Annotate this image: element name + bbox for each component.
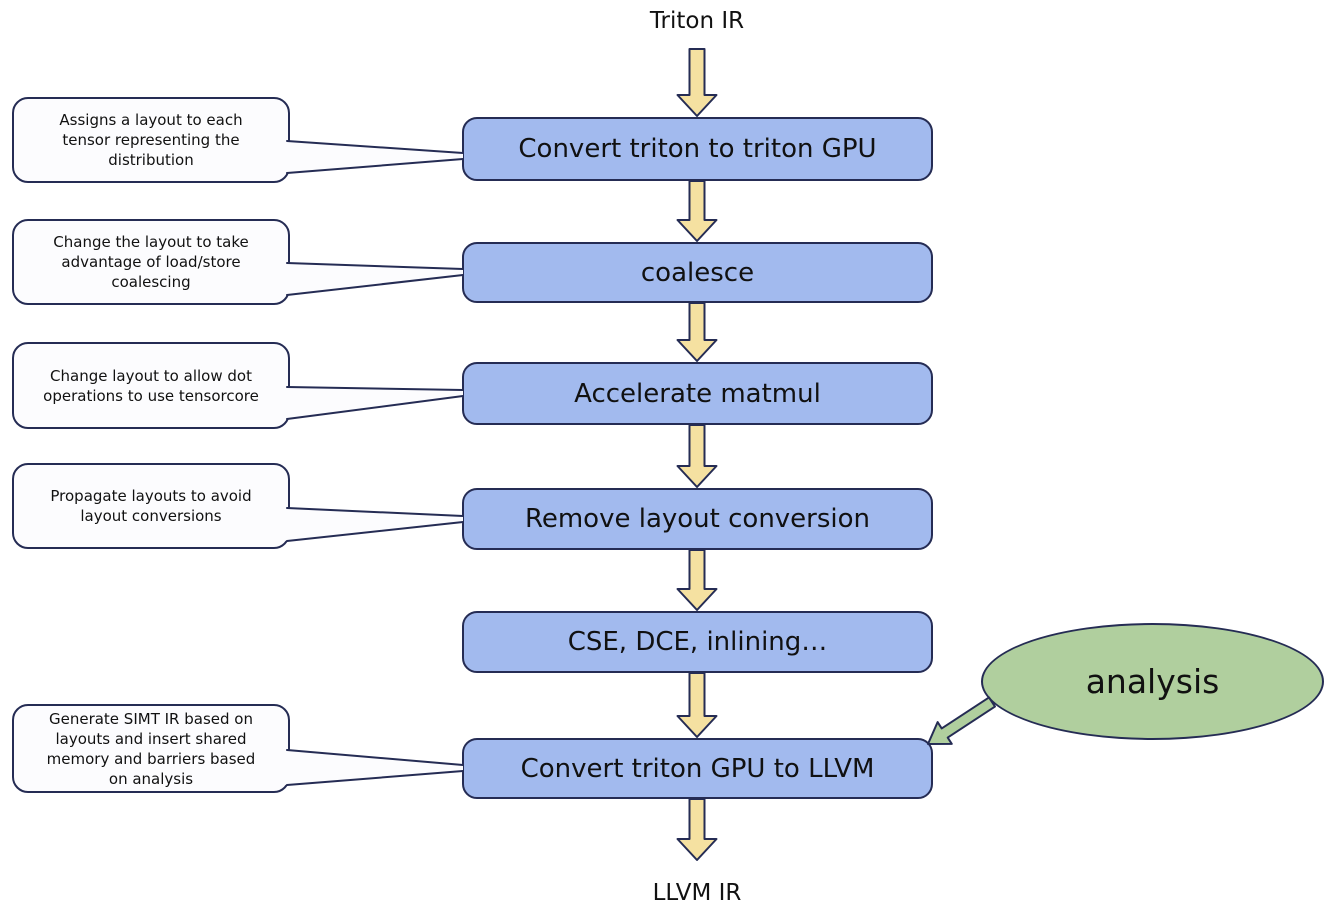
note-callout-assign-layout: Assigns a layout to each tensor represen… xyxy=(12,97,290,183)
arrow-convert-to-coalesce xyxy=(676,180,718,242)
callout-tail xyxy=(283,508,463,541)
callout-tail xyxy=(283,141,463,173)
note-callout-tensorcore: Change layout to allow dot operations to… xyxy=(12,342,290,429)
analysis-ellipse: analysis xyxy=(981,623,1324,740)
arrow-triton-ir-to-convert xyxy=(676,48,718,117)
stage-box-remove-layout-conversion: Remove layout conversion xyxy=(462,488,933,550)
stage-box-coalesce: coalesce xyxy=(462,242,933,303)
callout-tail xyxy=(283,387,463,419)
note-callout-coalescing: Change the layout to take advantage of l… xyxy=(12,219,290,305)
note-callout-propagate-layouts: Propagate layouts to avoid layout conver… xyxy=(12,463,290,549)
arrow-cse-to-convert-llvm xyxy=(676,672,718,738)
stage-box-accelerate-matmul: Accelerate matmul xyxy=(462,362,933,425)
callout-tail xyxy=(283,263,463,295)
input-ir-label: Triton IR xyxy=(649,8,745,34)
callout-tail xyxy=(283,750,463,785)
stage-box-convert-triton-gpu-to-llvm: Convert triton GPU to LLVM xyxy=(462,738,933,799)
arrow-remove-to-cse xyxy=(676,549,718,611)
analysis-arrow xyxy=(927,696,996,745)
stage-box-convert-triton-to-triton-gpu: Convert triton to triton GPU xyxy=(462,117,933,181)
arrow-convert-llvm-to-llvm-ir xyxy=(676,798,718,861)
output-ir-label: LLVM IR xyxy=(652,880,742,906)
stage-box-cse-dce-inlining: CSE, DCE, inlining… xyxy=(462,611,933,673)
note-callout-generate-simt-ir: Generate SIMT IR based on layouts and in… xyxy=(12,704,290,793)
arrow-accelerate-to-remove xyxy=(676,424,718,488)
arrow-coalesce-to-accelerate xyxy=(676,302,718,362)
